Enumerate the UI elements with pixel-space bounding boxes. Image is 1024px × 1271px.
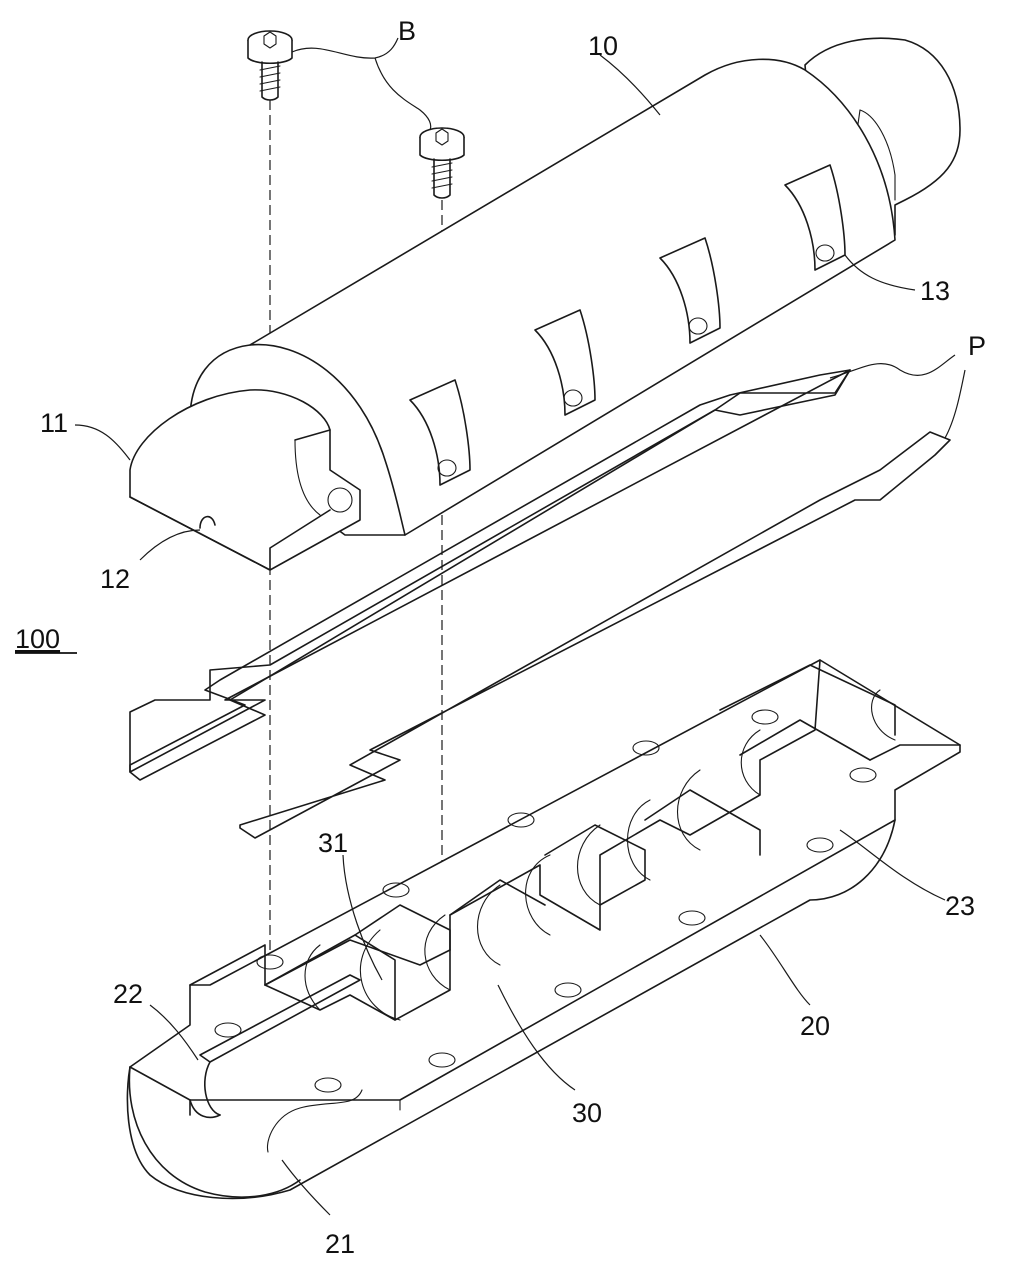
label-upper-pocket: 13 xyxy=(920,276,950,306)
label-lower-housing: 20 xyxy=(800,1011,830,1041)
label-sensor-seat: 30 xyxy=(572,1098,602,1128)
bolt-right xyxy=(419,127,465,199)
bolt-left xyxy=(247,30,293,101)
label-lower-hole: 23 xyxy=(945,891,975,921)
label-assembly: 100 xyxy=(15,624,60,654)
reference-labels: B 10 13 P 11 12 100 31 23 22 20 30 21 xyxy=(15,16,986,1259)
label-pcb: P xyxy=(968,331,986,361)
upper-housing xyxy=(129,37,961,571)
label-upper-groove: 12 xyxy=(100,564,130,594)
pcb-strips xyxy=(129,369,951,839)
lower-housing xyxy=(126,659,961,1200)
label-lower-end: 22 xyxy=(113,979,143,1009)
label-lower-groove: 21 xyxy=(325,1229,355,1259)
label-sensor-mark: 31 xyxy=(318,828,348,858)
label-bolt: B xyxy=(398,16,416,46)
leader-lines xyxy=(74,37,966,1216)
label-upper-housing: 10 xyxy=(588,31,618,61)
bolts xyxy=(247,30,465,199)
label-upper-end: 11 xyxy=(40,408,68,438)
lower-housing-holes xyxy=(214,709,877,1093)
upper-housing-pockets xyxy=(409,164,846,486)
